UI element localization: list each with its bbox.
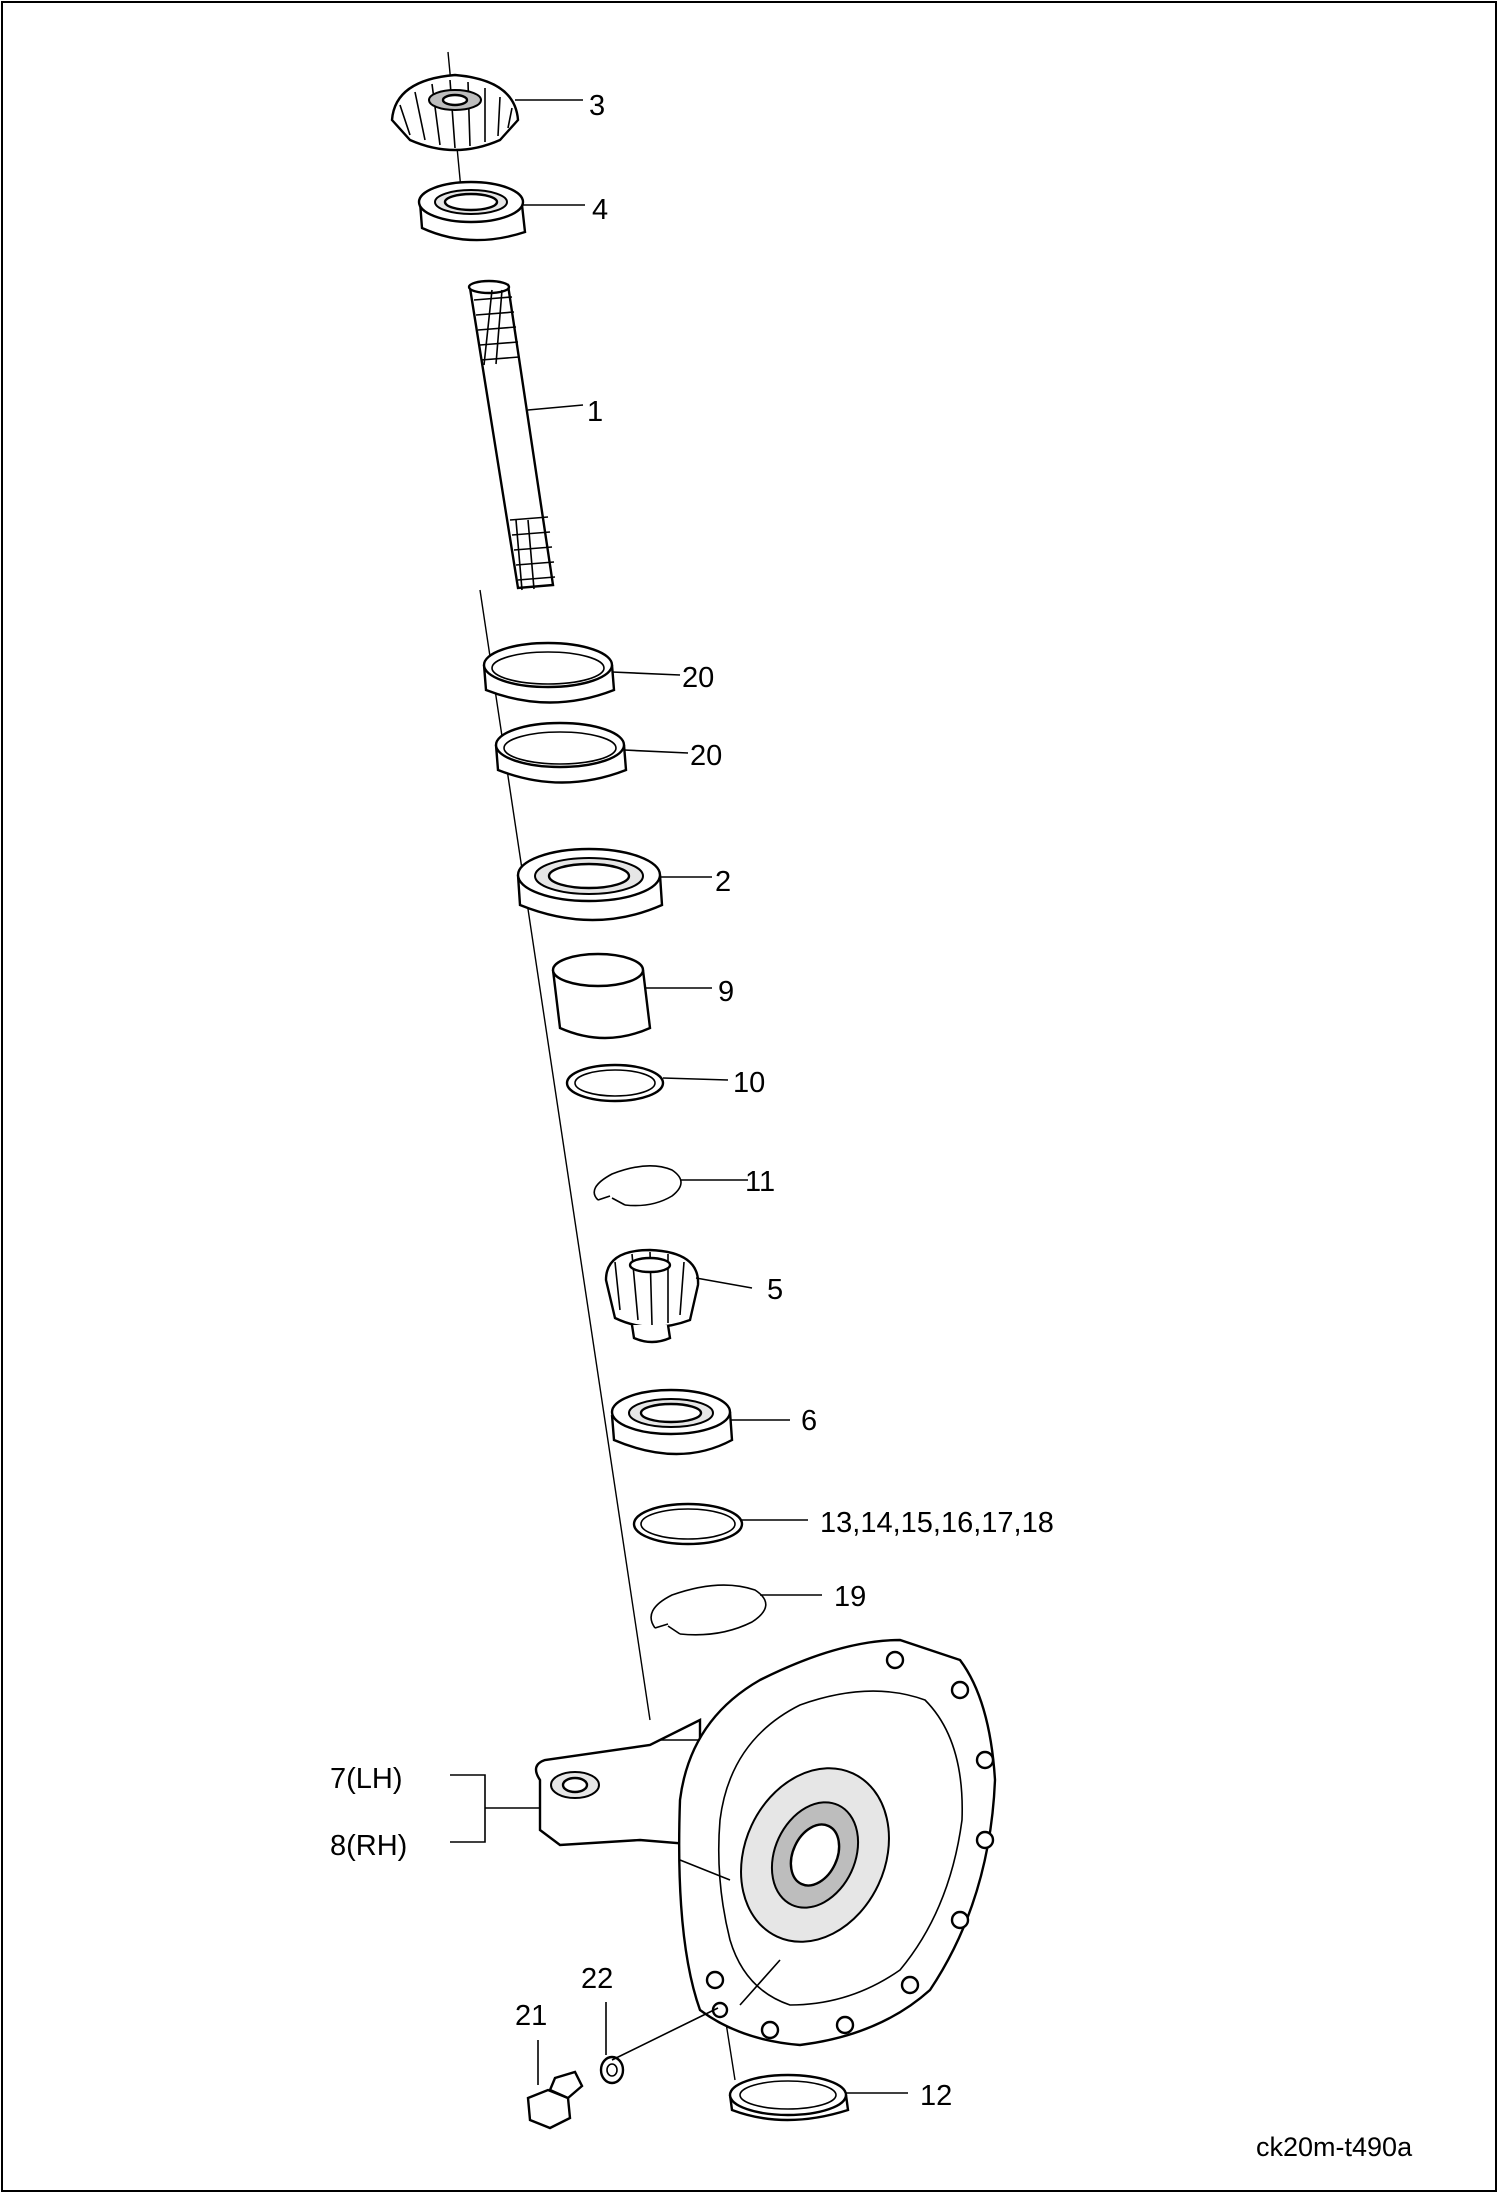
- part-19-snap-ring: [650, 1584, 767, 1636]
- part-21-plug: [526, 2070, 584, 2130]
- callout-20-lower: 20: [690, 740, 722, 772]
- part-11-snap-ring: [593, 1165, 682, 1207]
- callout-19: 19: [834, 1581, 866, 1613]
- callout-6: 6: [801, 1405, 817, 1437]
- part-6-bearing: [610, 1388, 734, 1456]
- part-9-sleeve: [551, 952, 652, 1040]
- callout-5: 5: [767, 1274, 783, 1306]
- callout-10: 10: [733, 1067, 765, 1099]
- part-22-washer: [599, 2055, 625, 2085]
- callout-8-rh: 8(RH): [330, 1830, 407, 1862]
- leader-lines: [450, 99, 908, 2094]
- callout-22: 22: [581, 1963, 613, 1995]
- part-5-pinion-gear: [604, 1248, 700, 1344]
- callout-9: 9: [718, 976, 734, 1008]
- part-12-seal: [728, 2073, 850, 2122]
- callout-12: 12: [920, 2080, 952, 2112]
- part-13-18-shims: [632, 1502, 744, 1546]
- part-2-bearing: [516, 847, 664, 922]
- callout-4: 4: [592, 194, 608, 226]
- callout-7-lh: 7(LH): [330, 1763, 403, 1795]
- part-1-splined-shaft: [467, 279, 556, 591]
- part-3-bevel-gear: [390, 73, 520, 152]
- figure-id: ck20m-t490a: [1256, 2132, 1413, 2162]
- part-20-lower-ring: [494, 721, 628, 784]
- callout-21: 21: [515, 2000, 547, 2032]
- part-10-o-ring: [565, 1063, 665, 1103]
- callout-13-18: 13,14,15,16,17,18: [820, 1507, 1054, 1539]
- callout-3: 3: [589, 90, 605, 122]
- part-4-bearing: [417, 180, 527, 242]
- part-7-8-knuckle-housing: [534, 1638, 997, 2047]
- callout-1: 1: [587, 396, 603, 428]
- callout-11: 11: [745, 1166, 775, 1198]
- callout-2: 2: [715, 866, 731, 898]
- callout-20-upper: 20: [682, 662, 714, 694]
- part-20-upper-ring: [482, 641, 616, 704]
